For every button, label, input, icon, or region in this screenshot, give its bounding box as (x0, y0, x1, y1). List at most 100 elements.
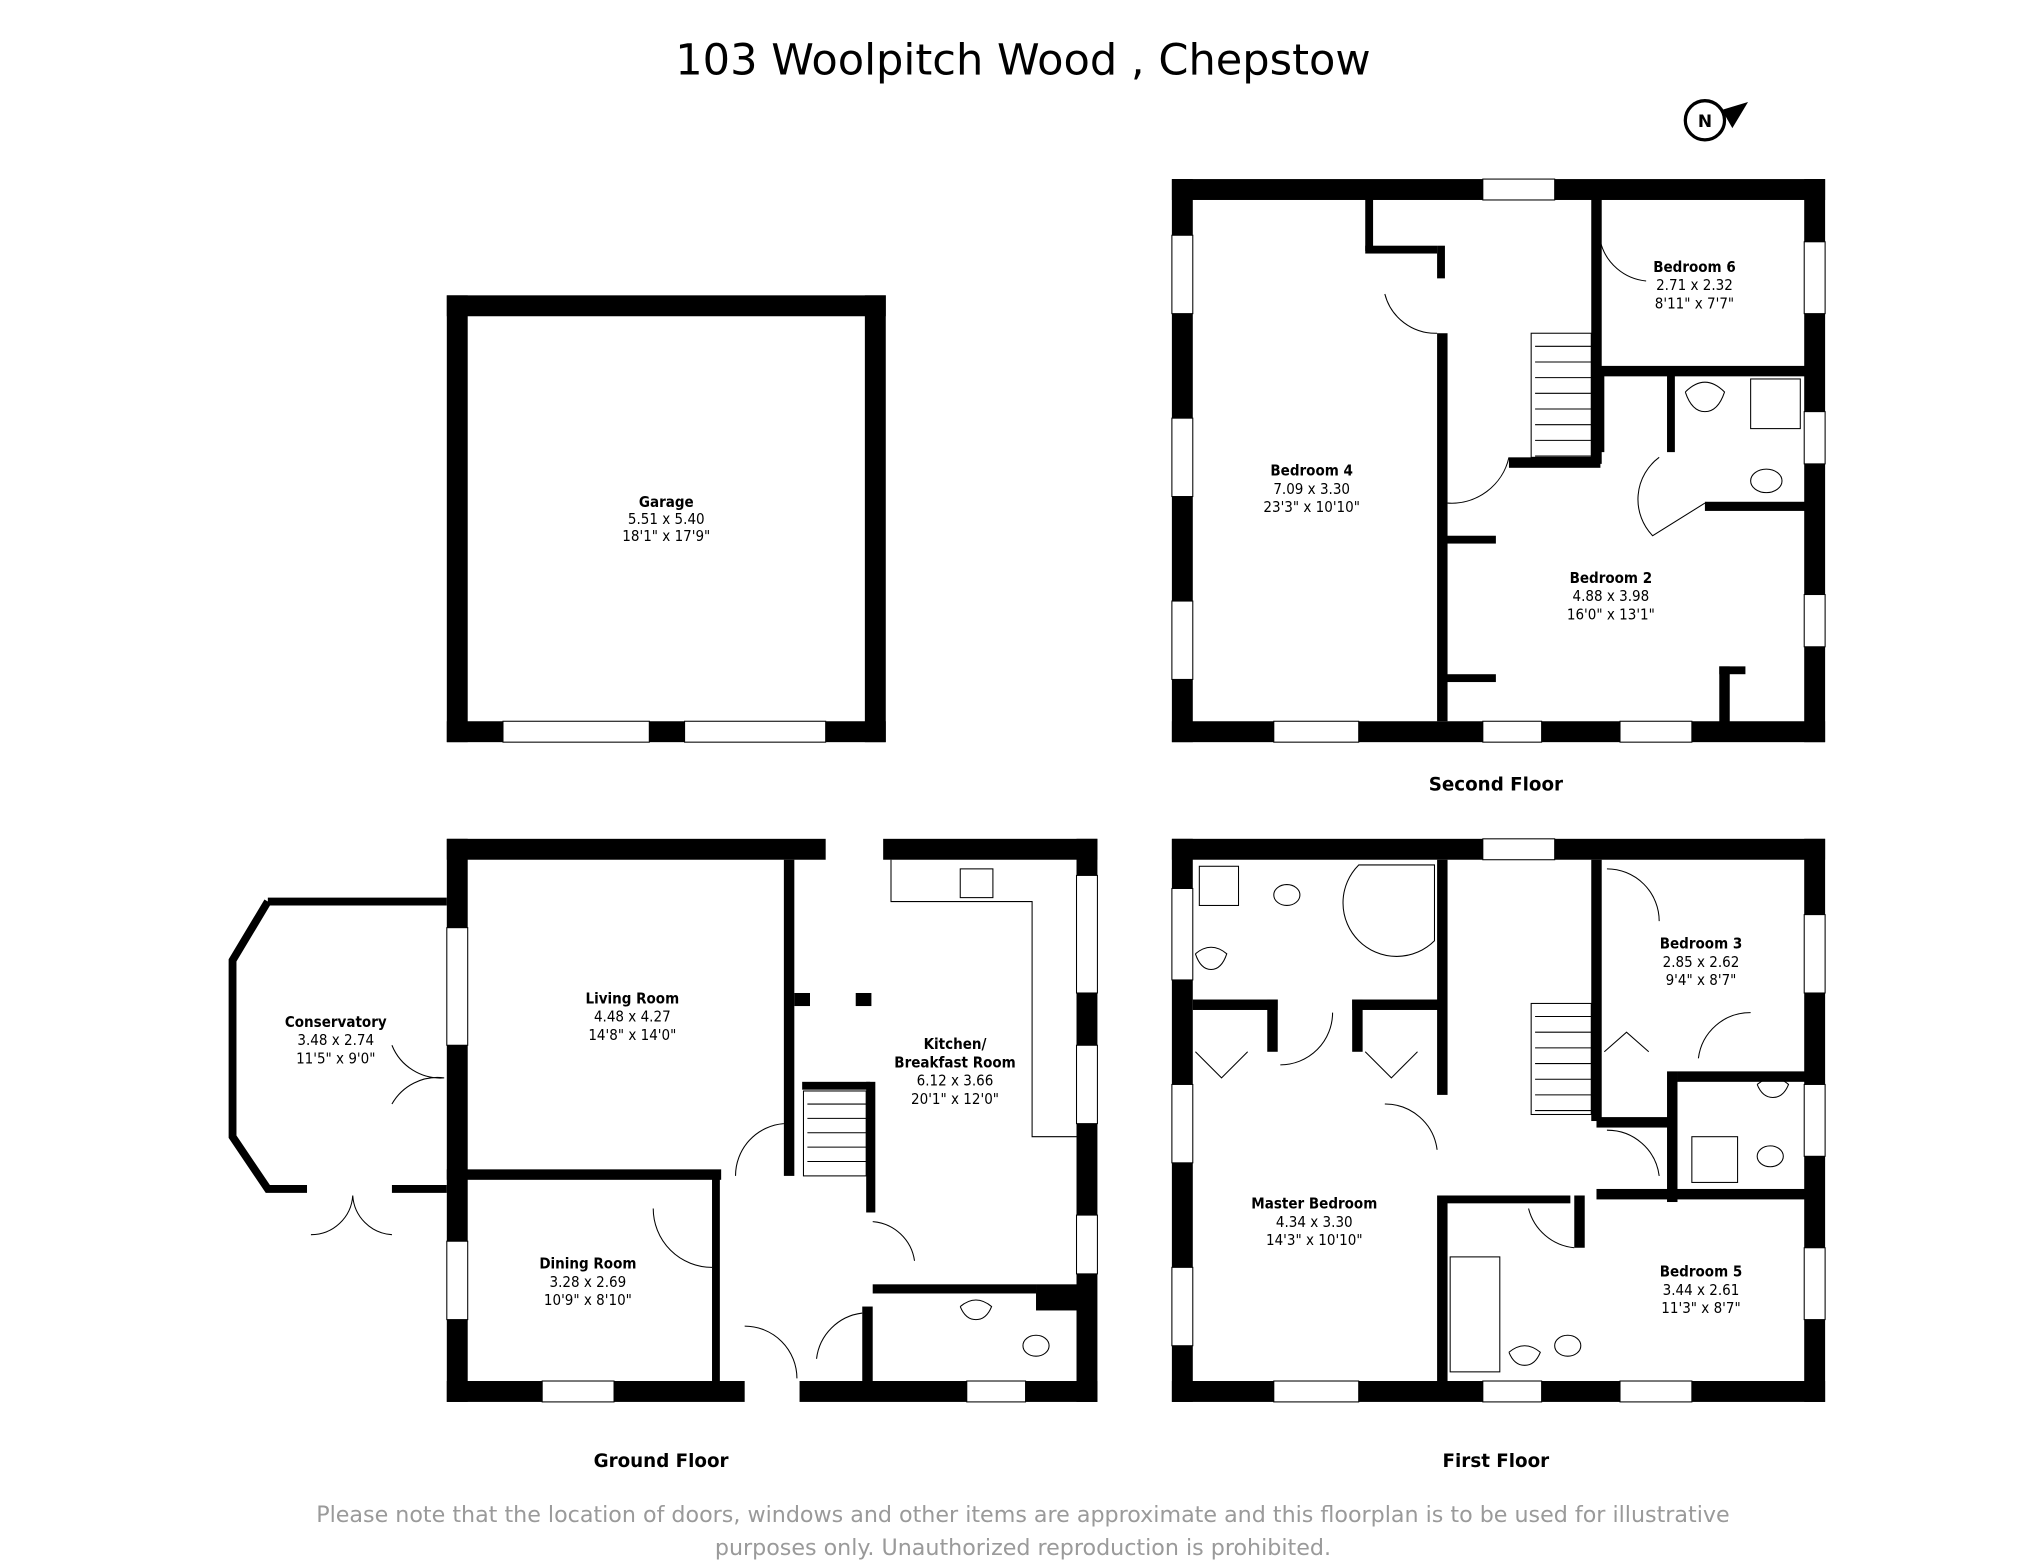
room-bedroom-4: Bedroom 4 7.09 x 3.30 23'3" x 10'10" (1263, 462, 1360, 517)
disclaimer-line-2: purposes only. Unauthorized reproduction… (715, 1535, 1331, 1561)
window (1803, 1083, 1826, 1157)
wall (1596, 1188, 1806, 1200)
door-swing (1599, 241, 1647, 282)
wall (1437, 245, 1445, 279)
window (1171, 417, 1194, 498)
disclaimer-line-1: Please note that the location of doors, … (316, 1502, 1729, 1528)
room-metric: 2.71 x 2.32 (1656, 276, 1733, 294)
room-bedroom-5: Bedroom 5 3.44 x 2.61 11'3" x 8'7" (1660, 1262, 1743, 1317)
window (1803, 594, 1826, 648)
wc-fixtures (959, 1299, 1050, 1357)
room-metric: 3.48 x 2.74 (297, 1031, 374, 1049)
window (1482, 838, 1556, 861)
north-arrow-icon: N (1683, 99, 1749, 142)
room-bedroom-6: Bedroom 6 2.71 x 2.32 8'11" x 7'7" (1653, 258, 1736, 313)
room-imperial: 18'1" x 17'9" (622, 527, 710, 545)
room-name: Bedroom 4 (1270, 462, 1353, 480)
room-garage: Garage 5.51 x 5.40 18'1" x 17'9" (622, 493, 710, 545)
wall (446, 295, 886, 317)
wall (1352, 999, 1444, 1010)
room-metric: 4.88 x 3.98 (1572, 587, 1649, 605)
room-name: Garage (639, 493, 694, 511)
room-name: Bedroom 6 (1653, 258, 1736, 276)
room-name: Bedroom 3 (1660, 935, 1743, 953)
wall (1441, 535, 1496, 544)
floor-label-second: Second Floor (1429, 774, 1563, 795)
wardrobe-doors (1195, 1031, 1650, 1079)
room-living-room: Living Room 4.48 x 4.27 14'8" x 14'0" (585, 989, 679, 1044)
wall (1667, 1071, 1678, 1203)
room-metric: 3.44 x 2.61 (1663, 1281, 1740, 1299)
wall (1719, 666, 1746, 675)
room-imperial: 20'1" x 12'0" (911, 1090, 999, 1108)
room-bedroom-3: Bedroom 3 2.85 x 2.62 9'4" x 8'7" (1660, 935, 1743, 990)
wall (1192, 999, 1278, 1010)
window (966, 1380, 1027, 1403)
door-swing (652, 1123, 784, 1268)
wall (794, 992, 810, 1007)
room-kitchen: Kitchen/ Breakfast Room 6.12 x 3.66 20'1… (894, 1035, 1015, 1108)
wall (1719, 666, 1730, 724)
wall (1591, 198, 1602, 464)
wall (1704, 501, 1806, 511)
window (1075, 1044, 1098, 1125)
room-name-2: Breakfast Room (894, 1053, 1015, 1071)
wall (1596, 365, 1806, 377)
sink-icon (959, 868, 994, 899)
window (1171, 234, 1194, 315)
wall (1441, 674, 1496, 683)
stairs (1530, 332, 1592, 458)
room-metric: 3.28 x 2.69 (550, 1273, 627, 1291)
wall (446, 838, 826, 860)
wall (446, 295, 468, 743)
window (1075, 1214, 1098, 1275)
room-metric: 4.34 x 3.30 (1276, 1213, 1353, 1231)
window (684, 720, 827, 743)
room-imperial: 8'11" x 7'7" (1655, 294, 1734, 312)
wall (862, 1306, 873, 1382)
window (1803, 241, 1826, 315)
wall (1574, 1195, 1585, 1248)
room-imperial: 14'3" x 10'10" (1266, 1231, 1363, 1249)
door-swing (744, 1221, 916, 1379)
window (1273, 720, 1360, 743)
wall (1437, 1195, 1448, 1382)
wall (866, 1081, 876, 1213)
door-swing (1447, 457, 1510, 504)
room-name: Living Room (585, 989, 679, 1007)
window (446, 927, 469, 1046)
room-name: Dining Room (539, 1255, 636, 1273)
room-name: Conservatory (285, 1013, 387, 1031)
room-imperial: 9'4" x 8'7" (1666, 971, 1737, 989)
wall (872, 1284, 1037, 1294)
room-name: Master Bedroom (1251, 1195, 1377, 1213)
wall (855, 992, 872, 1007)
bathroom-fixtures (1508, 1334, 1582, 1366)
kitchen-worktop (890, 859, 1077, 1138)
floor-label-first: First Floor (1443, 1451, 1550, 1472)
room-name: Bedroom 2 (1570, 569, 1653, 587)
room-imperial: 11'5" x 9'0" (296, 1050, 375, 1068)
compass-label: N (1698, 112, 1712, 132)
door-swing (1384, 293, 1438, 334)
window (1171, 1083, 1194, 1164)
wall (1365, 245, 1438, 254)
wall (1677, 1071, 1809, 1082)
door-swing (1280, 1012, 1438, 1150)
room-imperial: 23'3" x 10'10" (1263, 498, 1360, 516)
wall (1508, 457, 1601, 468)
shower-icon (1198, 865, 1240, 906)
french-door-swing (310, 1195, 392, 1236)
wall (1352, 999, 1363, 1052)
room-master-bedroom: Master Bedroom 4.34 x 3.30 14'3" x 10'10… (1251, 1195, 1377, 1250)
room-metric: 2.85 x 2.62 (1663, 953, 1740, 971)
window (541, 1380, 615, 1403)
wall (446, 1169, 722, 1180)
room-name: Bedroom 5 (1660, 1262, 1743, 1280)
stairs (802, 1090, 867, 1177)
wall (1437, 333, 1448, 722)
wall (864, 295, 886, 743)
window (1803, 914, 1826, 994)
wall (712, 1175, 720, 1382)
window (446, 1240, 469, 1321)
